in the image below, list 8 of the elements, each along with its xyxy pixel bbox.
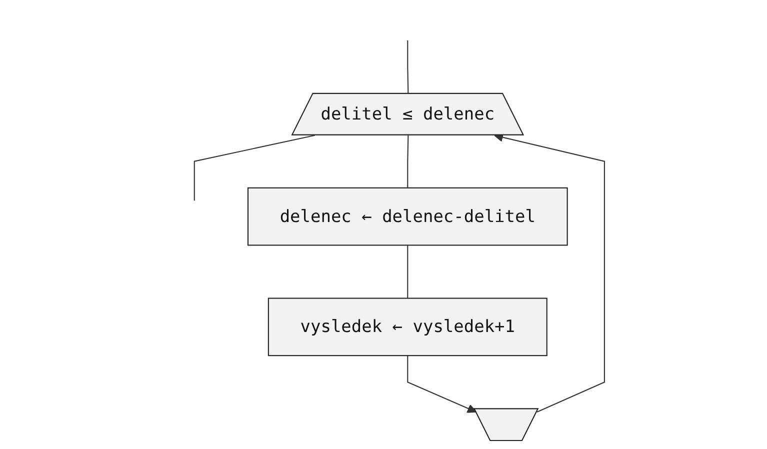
arrow xyxy=(407,356,477,413)
node-trapezoid xyxy=(473,408,539,442)
node-box: vysledek ← vysledek+1 xyxy=(268,298,548,356)
connector xyxy=(407,40,409,94)
connector xyxy=(407,245,408,298)
connector xyxy=(194,134,315,201)
connector xyxy=(407,135,409,188)
node-box: delenec ← delenec-delitel xyxy=(247,187,568,246)
